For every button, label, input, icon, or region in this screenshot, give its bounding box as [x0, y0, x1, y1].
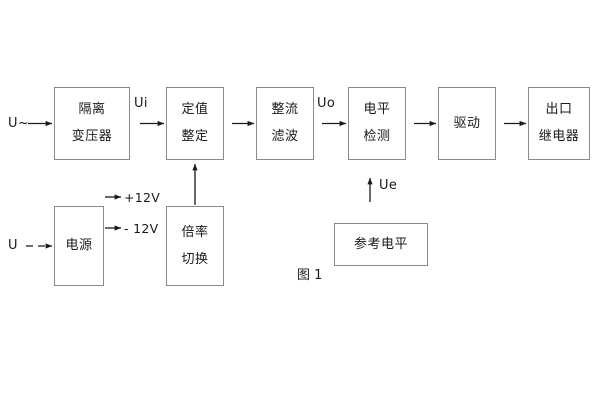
block-reference-level[interactable]: 参考电平: [334, 223, 428, 266]
block-line: 电平: [363, 102, 391, 118]
block-line: 变压器: [71, 129, 113, 144]
block-line: 电源: [65, 238, 93, 254]
block-line: 驱动: [453, 115, 481, 131]
block-isolation-transformer[interactable]: 隔离 变压器: [54, 87, 130, 160]
block-line: 继电器: [538, 129, 580, 144]
label-signal-ui: Ui: [134, 96, 148, 111]
label-input-u-dc: U: [8, 238, 18, 253]
block-line: 隔离: [78, 102, 106, 118]
block-multiplier-switch[interactable]: 倍率 切换: [166, 206, 224, 286]
figure-caption: 图 1: [297, 268, 323, 283]
block-drive[interactable]: 驱动: [438, 87, 496, 160]
block-line: 切换: [181, 251, 209, 267]
label-signal-uo: Uo: [317, 96, 336, 111]
label-signal-ue: Ue: [379, 178, 398, 193]
block-line: 整定: [181, 129, 209, 144]
block-line: 倍率: [181, 224, 209, 240]
block-line: 滤波: [271, 129, 299, 144]
block-power-supply[interactable]: 电源: [54, 206, 104, 286]
label-rail-minus-12v: - 12V: [124, 221, 159, 236]
block-output-relay[interactable]: 出口 继电器: [528, 87, 590, 160]
block-rectify-filter[interactable]: 整流 滤波: [256, 87, 314, 160]
block-level-detection[interactable]: 电平 检测: [348, 87, 406, 160]
block-line: 整流: [271, 102, 299, 118]
block-line: 定值: [181, 102, 209, 118]
block-line: 参考电平: [353, 236, 408, 252]
block-line: 出口: [545, 102, 573, 118]
block-line: 检测: [363, 129, 391, 144]
label-input-u-ac: U~: [8, 116, 30, 131]
label-rail-plus-12v: +12V: [124, 190, 161, 205]
block-setting-value[interactable]: 定值 整定: [166, 87, 224, 160]
